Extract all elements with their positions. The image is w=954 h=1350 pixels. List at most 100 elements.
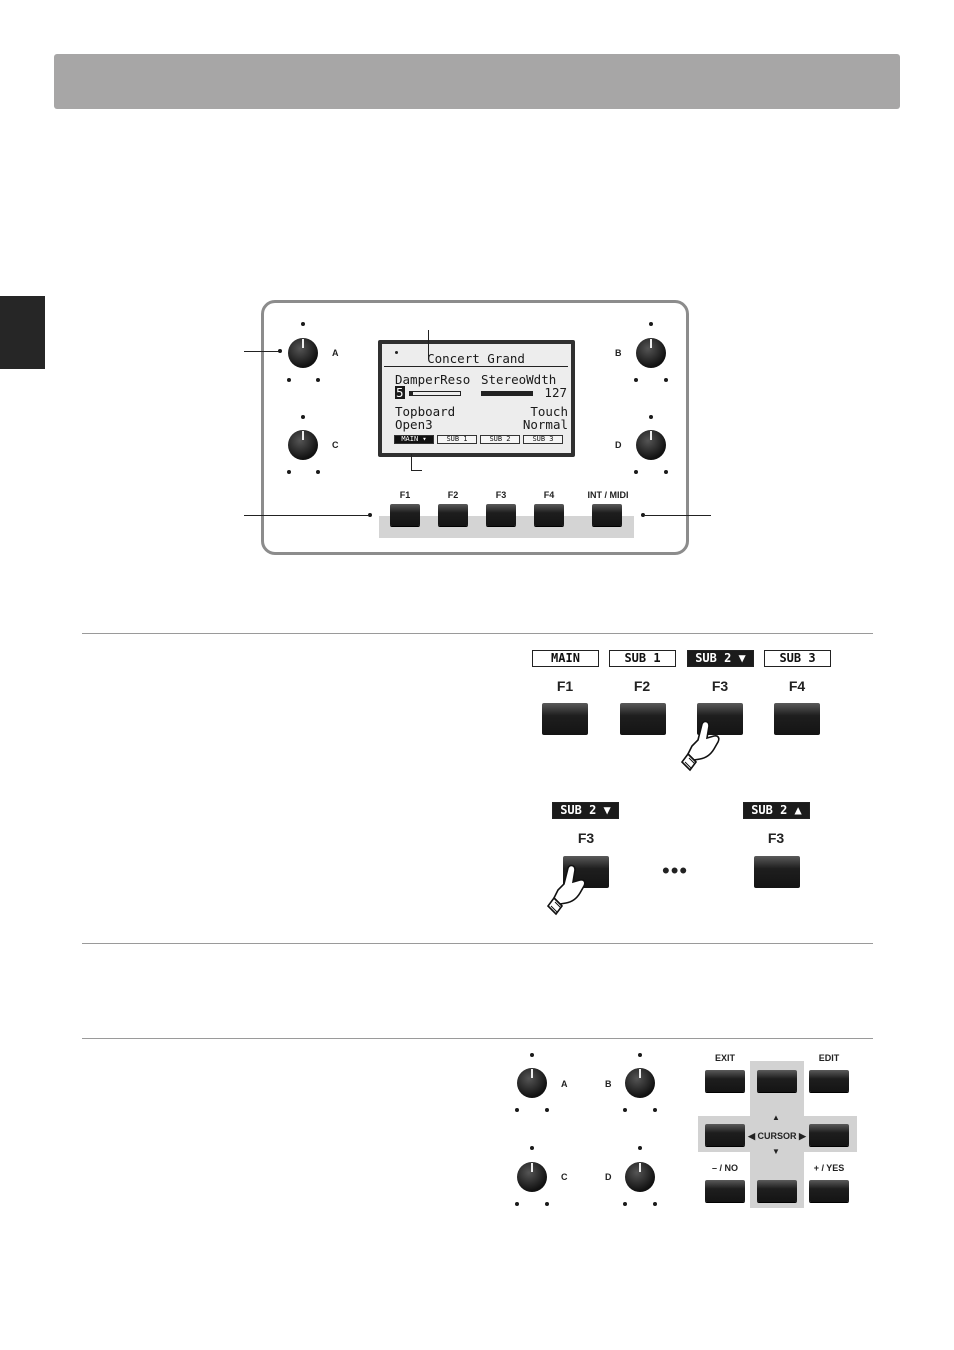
knob-c-dot <box>316 470 320 474</box>
callout-dot <box>368 513 372 517</box>
knob-c-label: C <box>332 440 339 450</box>
cursor-up-button[interactable] <box>757 1070 797 1092</box>
knob-b-dot <box>634 378 638 382</box>
exit-label: EXIT <box>714 1053 735 1063</box>
f1-label: F1 <box>399 490 411 500</box>
no-button[interactable] <box>705 1180 745 1202</box>
knob-c2-dot <box>545 1202 549 1206</box>
cursor-left-button[interactable] <box>705 1124 745 1146</box>
cursor-right-button[interactable] <box>809 1124 849 1146</box>
lcd-screen: Concert Grand DamperReso StereoWdth 5 12… <box>378 340 575 457</box>
knob-d-label: D <box>615 440 622 450</box>
section-divider <box>82 633 873 634</box>
callout-line <box>411 470 422 471</box>
f2-big-button[interactable] <box>620 703 666 735</box>
knob-c2-dot <box>530 1146 534 1150</box>
callout-line <box>244 515 368 516</box>
knob-a-dot <box>316 378 320 382</box>
knob-d[interactable] <box>636 430 666 460</box>
exit-button[interactable] <box>705 1070 745 1092</box>
edit-label: EDIT <box>818 1053 840 1063</box>
no-label: – / NO <box>711 1163 738 1173</box>
repeat-ellipsis: ••• <box>662 858 689 883</box>
knob-d2-label: D <box>605 1172 612 1182</box>
callout-line <box>428 330 429 358</box>
f4-button[interactable] <box>534 504 564 526</box>
cursor-label: ◀ CURSOR ▶ <box>748 1131 806 1141</box>
toggle-label-after: F3 <box>767 830 785 846</box>
cursor-up-arrow-icon: ▲ <box>772 1113 780 1122</box>
cursor-down-arrow-icon: ▼ <box>772 1147 780 1156</box>
tab-tag-sub3: SUB 3 <box>764 650 831 667</box>
tab-tag-sub2: SUB 2 ▼ <box>687 650 754 667</box>
knob-d2-dot <box>653 1202 657 1206</box>
knob-a2[interactable] <box>517 1068 547 1098</box>
knob-b2[interactable] <box>625 1068 655 1098</box>
lcd-param1-name: DamperReso <box>395 372 471 387</box>
lcd-param2-value: 127 <box>544 385 567 400</box>
callout-line <box>244 351 280 352</box>
int-midi-label: INT / MIDI <box>587 490 629 500</box>
section-divider <box>82 943 873 944</box>
lcd-param2-bar <box>481 391 533 396</box>
knob-a-label: A <box>332 348 339 358</box>
f4-big-button[interactable] <box>774 703 820 735</box>
f2-button[interactable] <box>438 504 468 526</box>
knob-c2-dot <box>515 1202 519 1206</box>
lcd-param4-name: Touch <box>530 404 568 419</box>
int-midi-button[interactable] <box>592 504 622 526</box>
knob-a2-dot <box>545 1108 549 1112</box>
knob-c2[interactable] <box>517 1162 547 1192</box>
yes-label: + / YES <box>813 1163 845 1173</box>
lcd-title-marker <box>395 351 398 354</box>
toggle-tag-after: SUB 2 ▲ <box>743 802 810 819</box>
f1-big-label: F1 <box>556 678 574 694</box>
control-panel-diagram <box>261 300 689 555</box>
knob-b-label: B <box>615 348 622 358</box>
header-bar <box>54 54 900 109</box>
tab-tag-main: MAIN <box>532 650 599 667</box>
knob-a2-label: A <box>561 1079 568 1089</box>
lcd-param3-value: Open3 <box>395 417 433 432</box>
knob-a2-dot <box>530 1053 534 1057</box>
pressing-hand-icon <box>680 720 720 772</box>
yes-button[interactable] <box>809 1180 849 1202</box>
edit-button[interactable] <box>809 1070 849 1092</box>
callout-line <box>645 515 711 516</box>
knob-b2-dot <box>623 1108 627 1112</box>
f3-big-label: F3 <box>711 678 729 694</box>
toggle-tag-before: SUB 2 ▼ <box>552 802 619 819</box>
lcd-param1-value: 5 <box>395 385 405 400</box>
tab-tag-sub1: SUB 1 <box>609 650 676 667</box>
lcd-param1-bar <box>409 391 461 396</box>
callout-dot <box>641 513 645 517</box>
knob-d-dot <box>634 470 638 474</box>
f3-button[interactable] <box>486 504 516 526</box>
callout-dot <box>278 349 282 353</box>
section-divider <box>82 1038 873 1039</box>
knob-c-dot <box>287 470 291 474</box>
knob-c[interactable] <box>288 430 318 460</box>
f4-label: F4 <box>543 490 555 500</box>
cursor-down-button[interactable] <box>757 1180 797 1202</box>
knob-d-dot <box>664 470 668 474</box>
f1-button[interactable] <box>390 504 420 526</box>
lcd-param3-name: Topboard <box>395 404 456 419</box>
knob-b[interactable] <box>636 338 666 368</box>
f1-big-button[interactable] <box>542 703 588 735</box>
knob-c-dot <box>301 415 305 419</box>
knob-b2-label: B <box>605 1079 612 1089</box>
toggle-button-after[interactable] <box>754 856 800 888</box>
knob-c2-label: C <box>561 1172 568 1182</box>
f4-big-label: F4 <box>788 678 806 694</box>
knob-a[interactable] <box>288 338 318 368</box>
lcd-tab-sub3: SUB 3 <box>523 435 563 444</box>
pressing-hand-icon <box>546 864 586 916</box>
f2-label: F2 <box>447 490 459 500</box>
lcd-tab-main: MAIN ▾ <box>394 435 434 444</box>
knob-b2-dot <box>653 1108 657 1112</box>
knob-d2[interactable] <box>625 1162 655 1192</box>
knob-a2-dot <box>515 1108 519 1112</box>
lcd-tab-sub2: SUB 2 <box>480 435 520 444</box>
lcd-param4-value: Normal <box>522 417 568 432</box>
